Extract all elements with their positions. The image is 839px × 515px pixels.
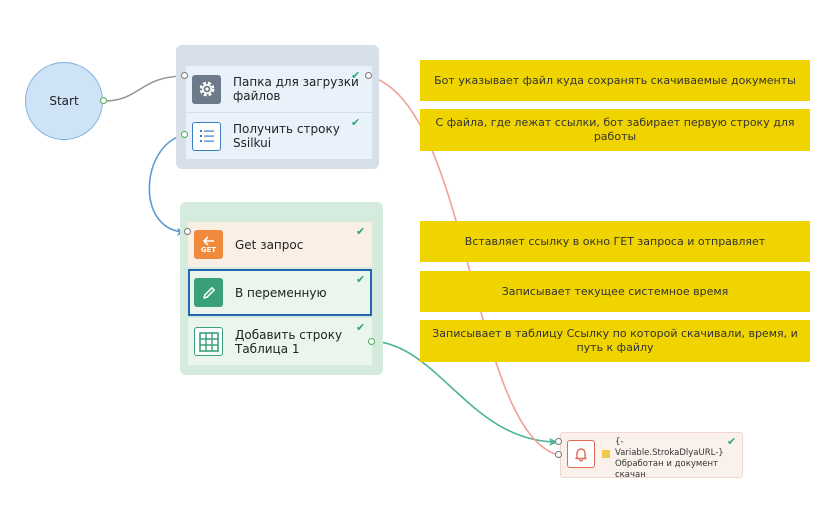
start-label: Start <box>49 94 79 108</box>
end-line: скачан <box>615 470 646 480</box>
status-check-icon: ✔ <box>351 69 361 82</box>
add-row-output-port[interactable] <box>368 338 375 345</box>
get-request-input-port[interactable] <box>184 228 191 235</box>
get-row-node[interactable]: Получить строку Ssilkui ✔ <box>186 113 372 159</box>
label-line: файлов <box>233 89 281 103</box>
status-check-icon: ✔ <box>727 435 737 448</box>
status-check-icon: ✔ <box>356 321 366 334</box>
start-node[interactable]: Start <box>25 62 103 140</box>
get-icon-text: GET <box>200 245 217 254</box>
end-output-port[interactable] <box>555 451 562 458</box>
folder-node[interactable]: Папка для загрузки файлов ✔ <box>186 66 372 112</box>
end-node-text: {-Variable.StrokaDlyaURL-} Обработан и д… <box>615 437 730 481</box>
get-request-node[interactable]: GET Get запрос ✔ <box>188 222 372 267</box>
wire-start-to-folder <box>103 75 186 102</box>
table-icon <box>194 327 223 356</box>
to-variable-label: В переменную <box>235 285 327 300</box>
get-row-output-port[interactable] <box>181 131 188 138</box>
note-2[interactable]: С файла, где лежат ссылки, бот забирает … <box>420 109 810 151</box>
status-square-icon <box>602 450 610 458</box>
end-input-port[interactable] <box>555 438 562 445</box>
label-line: Папка для загрузки <box>233 75 359 89</box>
label-line: Получить строку <box>233 122 340 136</box>
status-check-icon: ✔ <box>356 225 366 238</box>
list-icon <box>192 121 221 151</box>
add-row-node[interactable]: Добавить строку Таблица 1 ✔ <box>188 318 372 365</box>
status-check-icon: ✔ <box>351 116 361 129</box>
pencil-icon <box>194 278 223 307</box>
gear-icon <box>192 74 221 104</box>
get-arrow-icon: GET <box>194 230 223 259</box>
folder-output-port[interactable] <box>365 72 372 79</box>
label-line: Таблица 1 <box>235 341 300 356</box>
end-line: {-Variable.StrokaDlyaURL-} <box>615 437 724 458</box>
status-check-icon: ✔ <box>356 273 366 286</box>
add-row-label: Добавить строку Таблица 1 <box>235 328 342 356</box>
folder-node-label: Папка для загрузки файлов <box>233 75 359 103</box>
end-line: Обработан и документ <box>615 459 719 469</box>
to-variable-node[interactable]: В переменную ✔ <box>188 269 372 316</box>
note-5[interactable]: Записывает в таблицу Ссылку по которой с… <box>420 320 810 362</box>
label-line: Ssilkui <box>233 136 272 150</box>
label-line: Добавить строку <box>235 327 343 342</box>
get-request-label: Get запрос <box>235 237 304 252</box>
note-1[interactable]: Бот указывает файл куда сохранять скачив… <box>420 60 810 101</box>
note-4[interactable]: Записывает текущее системное время <box>420 271 810 312</box>
folder-input-port[interactable] <box>181 72 188 79</box>
start-output-port[interactable] <box>100 97 107 104</box>
note-3[interactable]: Вставляет ссылку в окно ГЕТ запроса и от… <box>420 221 810 262</box>
bell-icon <box>567 440 595 468</box>
get-row-node-label: Получить строку Ssilkui <box>233 122 340 150</box>
